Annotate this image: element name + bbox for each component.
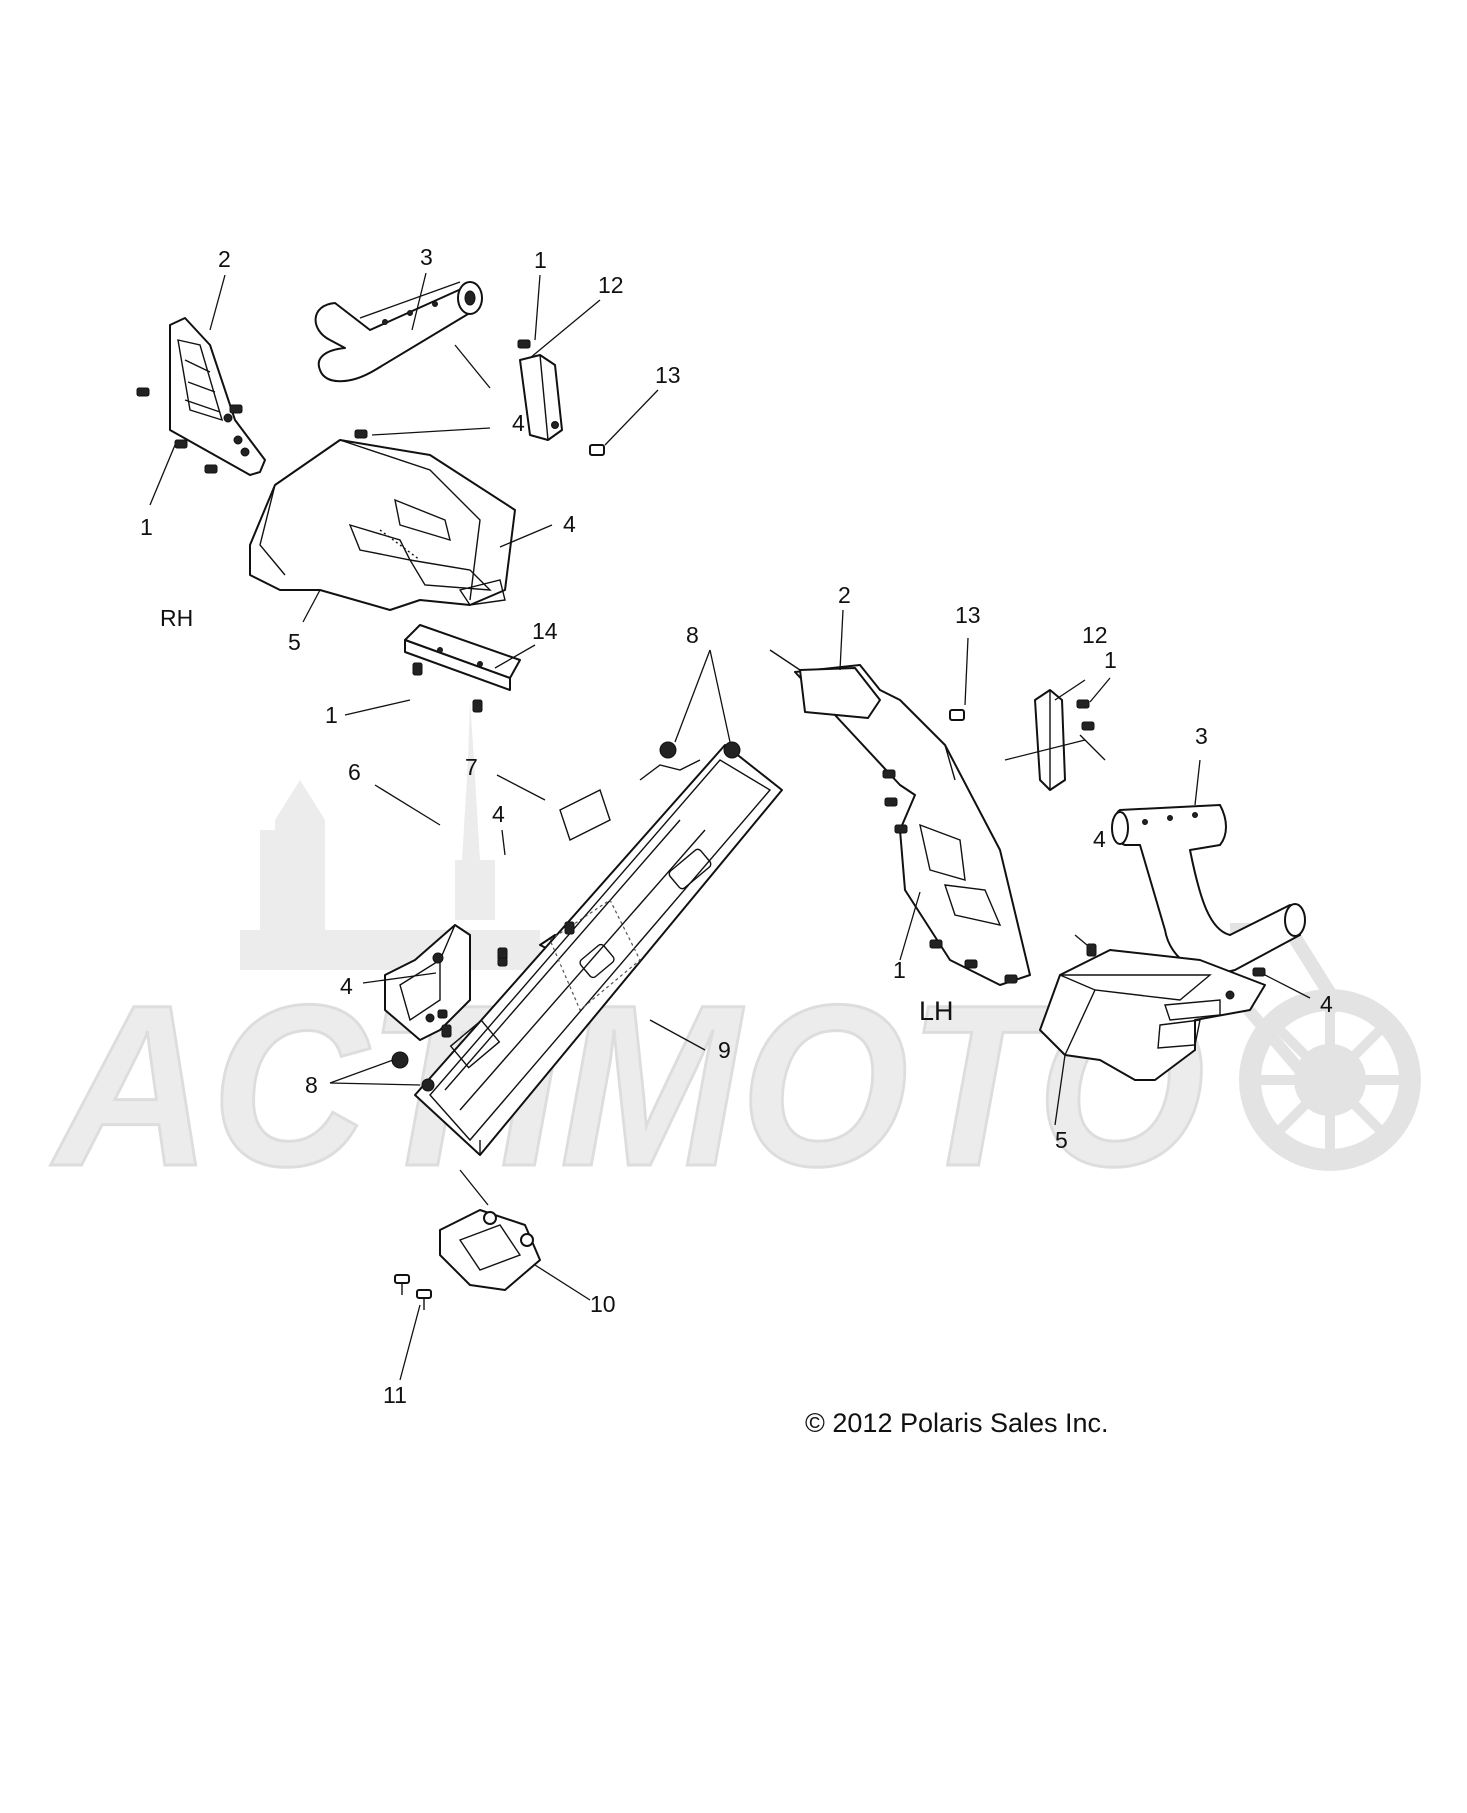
callout-3-rh: 3: [420, 244, 433, 270]
callout-13-rh: 13: [655, 362, 681, 388]
callout-7: 7: [465, 754, 478, 780]
svg-text:ACTIMOTO: ACTIMOTO: [50, 957, 1205, 1214]
callout-11: 11: [383, 1382, 407, 1408]
callout-12-rh: 12: [598, 272, 624, 298]
push-rivets: [394, 1274, 432, 1310]
callout-2-rh: 2: [218, 246, 231, 272]
callout-9: 9: [718, 1037, 731, 1063]
callout-1-lh-top: 1: [1104, 647, 1117, 673]
lh-bracket-plate: [769, 649, 1031, 986]
callout-6: 6: [348, 759, 361, 785]
callout-1-rh-mid: 1: [325, 702, 338, 728]
callout-4-rh-a: 4: [512, 410, 525, 436]
rh-mount-bracket: [384, 924, 471, 1041]
callout-5-rh: 5: [288, 629, 301, 655]
rh-tube-bracket: [519, 354, 563, 441]
rail-bolts: [412, 662, 575, 1038]
lh-tube-bracket: [1034, 689, 1066, 791]
callout-4-rh-b: 4: [563, 511, 576, 537]
leader-lines: [149, 272, 1311, 1381]
callout-4-rh-c: 4: [492, 801, 505, 827]
watermark-text: ACTIMOTO: [49, 956, 1207, 1216]
callout-12-lh: 12: [1082, 622, 1108, 648]
center-rail: [414, 744, 783, 1156]
rh-bracket-plate: [169, 317, 266, 476]
callout-1-lh-bottom: 1: [893, 957, 906, 983]
lh-bolts: [882, 699, 1266, 984]
watermark-church-icon: [240, 700, 540, 970]
callout-5-lh: 5: [1055, 1127, 1068, 1153]
side-label-lh: LH: [919, 996, 954, 1026]
lh-exhaust-tube: [1111, 804, 1306, 974]
rh-flange-bracket: [404, 624, 521, 691]
callout-3-lh: 3: [1195, 723, 1208, 749]
callout-1-rh-top: 1: [534, 247, 547, 273]
callout-13-lh: 13: [955, 602, 981, 628]
callout-14: 14: [532, 618, 558, 644]
callout-10: 10: [590, 1291, 616, 1317]
callout-4-lh-a: 4: [1093, 826, 1106, 852]
rh-heat-shield: [249, 439, 516, 611]
callout-8-bottom: 8: [305, 1072, 318, 1098]
callout-1-rh-left: 1: [140, 514, 153, 540]
callout-4-lh-b: 4: [1320, 991, 1333, 1017]
callout-numbers: 2 3 1 12 13 1 4 4 RH 5 14 1 7 6 4 4 8 8 …: [140, 244, 1333, 1408]
rail-nuts: [391, 741, 741, 1092]
watermark: ACTIMOTO: [49, 700, 1421, 1216]
callout-2-lh: 2: [838, 582, 851, 608]
side-label-rh: RH: [160, 605, 193, 631]
rh-exhaust-tube: [314, 281, 483, 383]
lh-heat-shield: [1039, 949, 1266, 1081]
callout-4-rh-d: 4: [340, 973, 353, 999]
callout-8-top: 8: [686, 622, 699, 648]
copyright-notice: © 2012 Polaris Sales Inc.: [805, 1408, 1109, 1438]
lower-bracket: [439, 1209, 541, 1291]
